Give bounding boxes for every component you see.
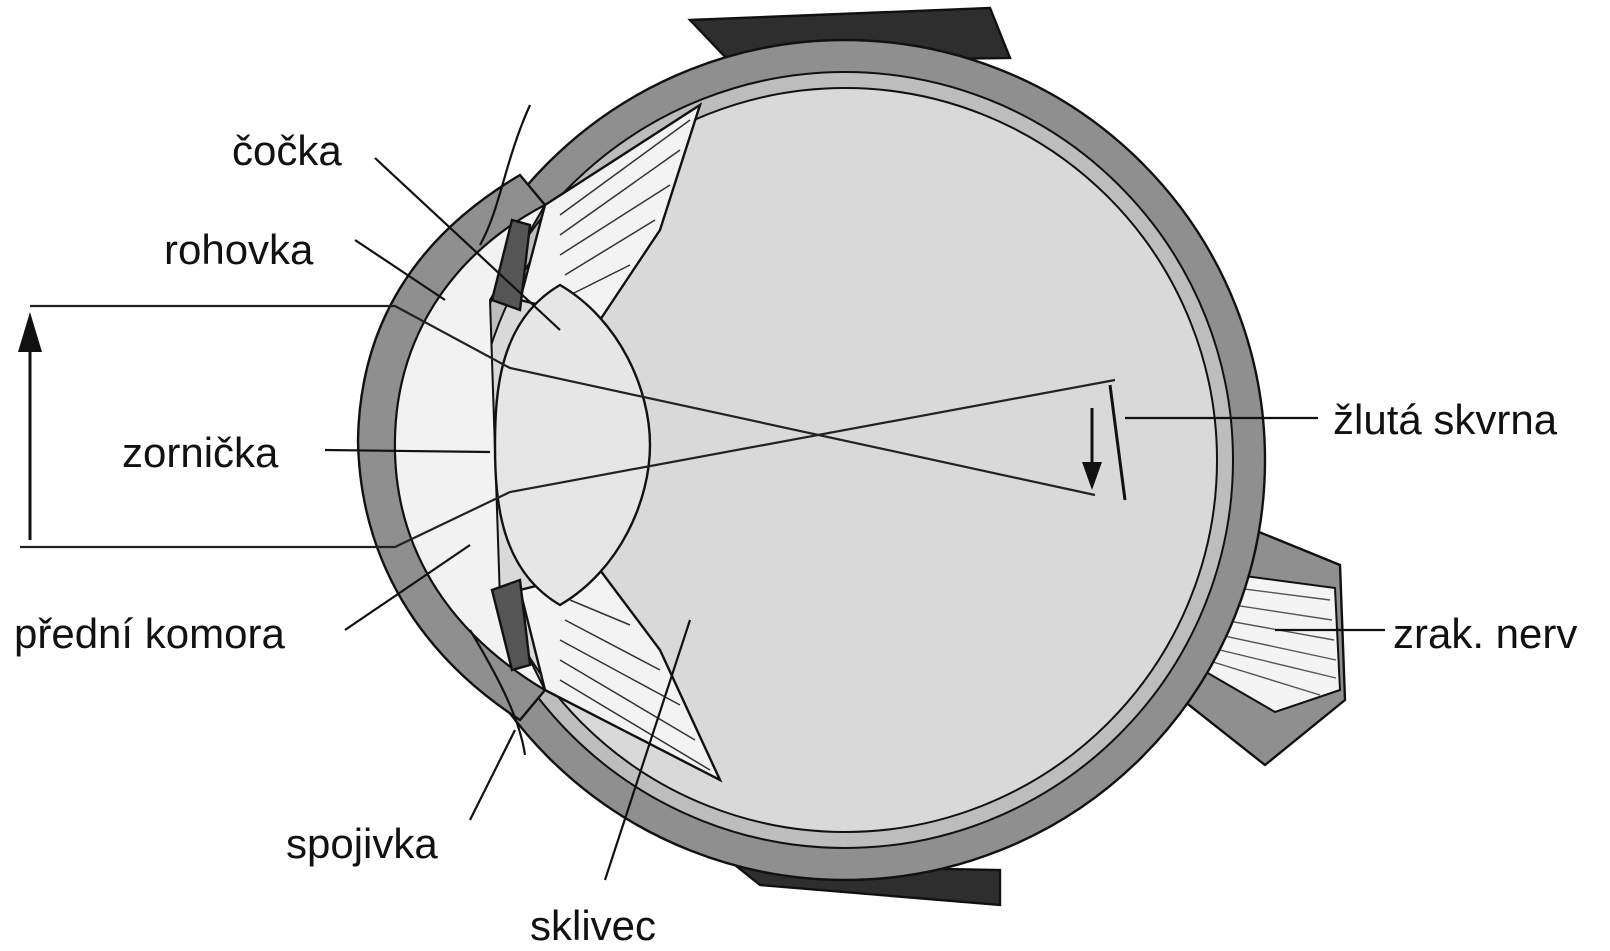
label-zluta-skvrna: žlutá skvrna xyxy=(1333,396,1558,443)
label-cocka: čočka xyxy=(232,127,342,174)
object-arrow-head xyxy=(18,312,42,352)
label-rohovka: rohovka xyxy=(164,226,314,273)
label-zornicka: zornička xyxy=(122,429,279,476)
leader-spojivka xyxy=(470,730,515,820)
label-predni-komora: přední komora xyxy=(14,610,285,657)
label-spojivka: spojivka xyxy=(286,820,438,867)
label-sklivec: sklivec xyxy=(530,902,656,949)
label-zrak-nerv: zrak. nerv xyxy=(1393,610,1577,657)
